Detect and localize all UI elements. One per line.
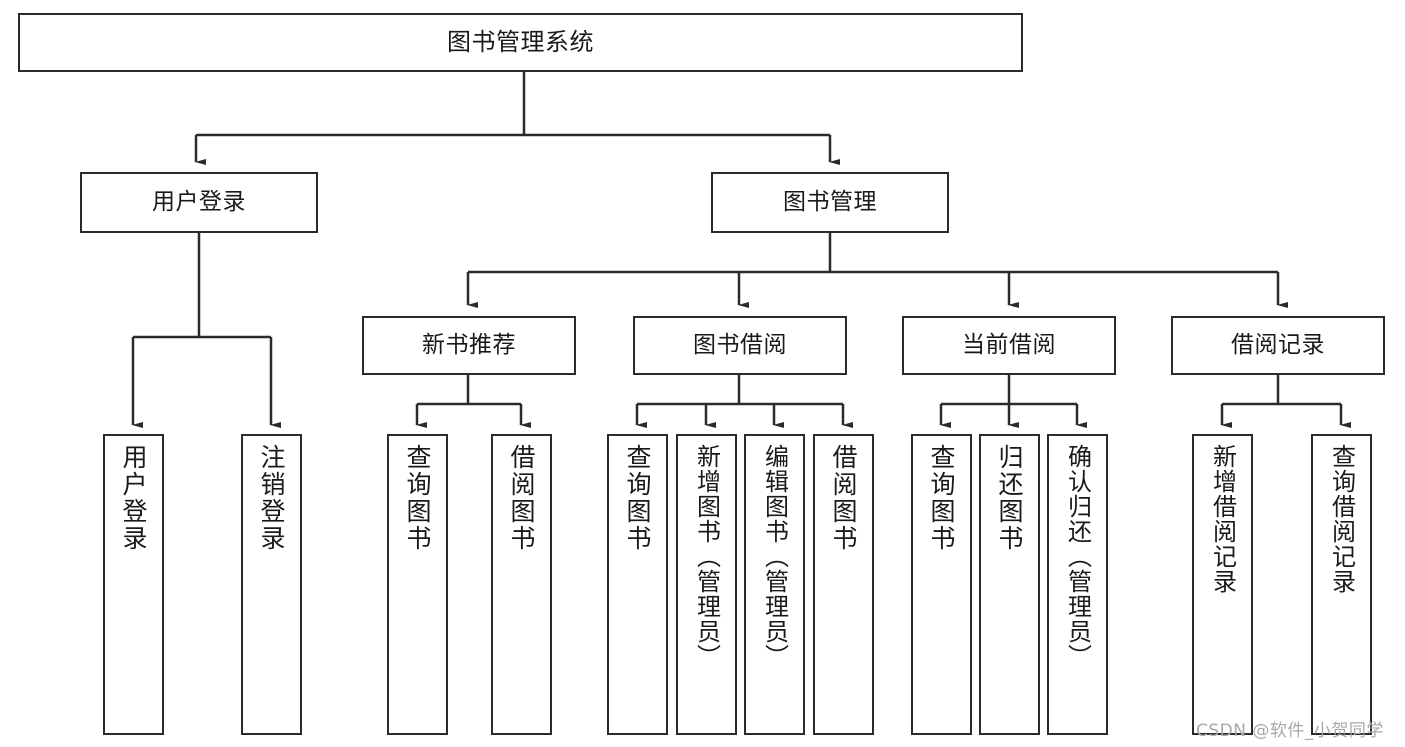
leaf-current-return-book[interactable]: 归还图书 (979, 434, 1040, 735)
node-book-borrow[interactable]: 图书借阅 (633, 316, 847, 375)
node-user-login[interactable]: 用户登录 (80, 172, 318, 233)
node-label: 用户登录 (119, 444, 148, 552)
leaf-user-login-signin[interactable]: 用户登录 (103, 434, 164, 735)
csdn-watermark: CSDN @软件_小贺同学 (1196, 721, 1384, 741)
node-root-system[interactable]: 图书管理系统 (18, 13, 1023, 72)
node-label: 查询借阅记录 (1327, 444, 1356, 594)
node-current-borrow[interactable]: 当前借阅 (902, 316, 1116, 375)
node-label: 图书管理 (783, 188, 877, 215)
node-label: 当前借阅 (962, 331, 1056, 358)
node-label: 确认归还（管理员） (1063, 444, 1092, 669)
node-label: 图书管理系统 (447, 28, 594, 57)
leaf-current-confirm-return-admin[interactable]: 确认归还（管理员） (1047, 434, 1108, 735)
node-label: 借阅记录 (1231, 331, 1325, 358)
node-label: 查询图书 (927, 444, 956, 552)
leaf-borrow-borrow-book[interactable]: 借阅图书 (813, 434, 874, 735)
node-book-management[interactable]: 图书管理 (711, 172, 949, 233)
leaf-user-login-signout[interactable]: 注销登录 (241, 434, 302, 735)
node-new-book-recommend[interactable]: 新书推荐 (362, 316, 576, 375)
node-borrow-record[interactable]: 借阅记录 (1171, 316, 1385, 375)
leaf-current-query-book[interactable]: 查询图书 (911, 434, 972, 735)
node-label: 查询图书 (403, 444, 432, 552)
leaf-borrow-query-book[interactable]: 查询图书 (607, 434, 668, 735)
leaf-record-add-borrow-record[interactable]: 新增借阅记录 (1192, 434, 1253, 735)
node-label: 新增图书（管理员） (692, 444, 721, 669)
node-label: 借阅图书 (507, 444, 536, 552)
leaf-recommend-query-book[interactable]: 查询图书 (387, 434, 448, 735)
leaf-recommend-borrow-book[interactable]: 借阅图书 (491, 434, 552, 735)
node-label: 归还图书 (995, 444, 1024, 552)
node-label: 编辑图书（管理员） (760, 444, 789, 669)
node-label: 用户登录 (152, 188, 246, 215)
node-label: 查询图书 (623, 444, 652, 552)
leaf-borrow-add-book-admin[interactable]: 新增图书（管理员） (676, 434, 737, 735)
node-label: 新书推荐 (422, 331, 516, 358)
leaf-record-query-borrow-record[interactable]: 查询借阅记录 (1311, 434, 1372, 735)
node-label: 图书借阅 (693, 331, 787, 358)
node-label: 注销登录 (257, 444, 286, 552)
node-label: 新增借阅记录 (1208, 444, 1237, 594)
leaf-borrow-edit-book-admin[interactable]: 编辑图书（管理员） (744, 434, 805, 735)
node-label: 借阅图书 (829, 444, 858, 552)
